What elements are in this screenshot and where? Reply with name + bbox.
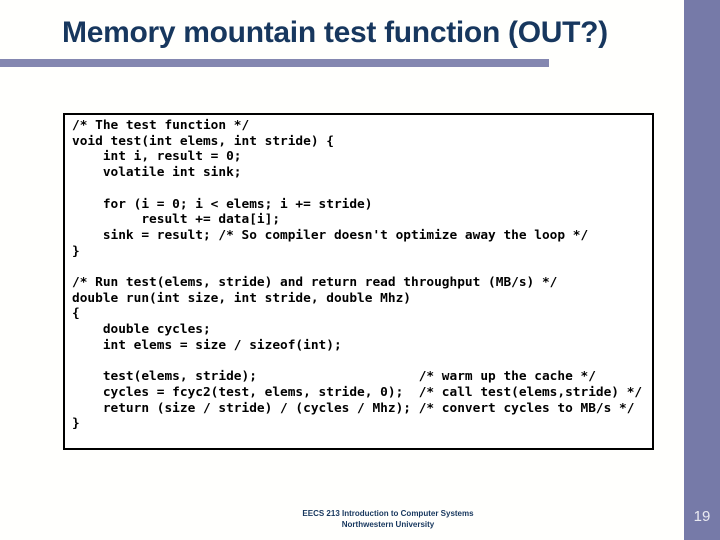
code-listing: /* The test function */ void test(int el… <box>63 113 654 450</box>
title-underline-bar <box>0 59 549 67</box>
right-accent-bar <box>684 0 720 540</box>
page-number: 19 <box>693 508 711 525</box>
slide-title: Memory mountain test function (OUT?) <box>62 16 608 49</box>
footer-course-name: EECS 213 Introduction to Computer System… <box>302 509 474 518</box>
footer: EECS 213 Introduction to Computer System… <box>56 509 720 530</box>
footer-university-name: Northwestern University <box>341 519 435 529</box>
